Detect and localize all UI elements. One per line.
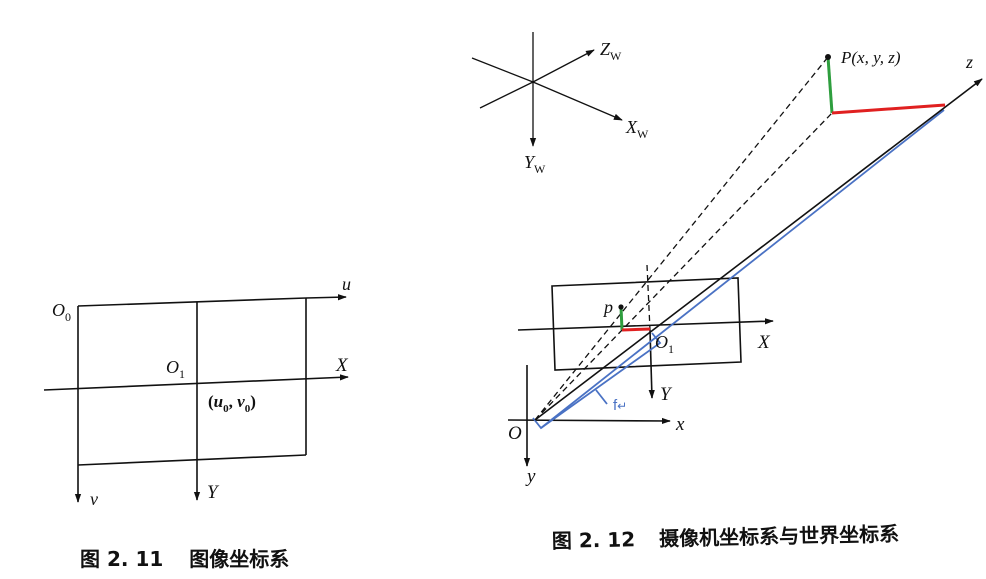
camera-O-label: O	[508, 423, 522, 444]
camera-y-label: y	[525, 466, 536, 487]
world-Zw-axis	[532, 49, 595, 83]
camera-x-label: x	[675, 414, 685, 435]
O1-vertical-dashed	[646, 264, 651, 331]
image-Y-label: Y	[660, 384, 673, 405]
world-Xw-axis	[532, 81, 623, 121]
p-green-segment	[619, 306, 624, 331]
focal-length-tick	[595, 389, 608, 405]
fig211-u-axis	[305, 294, 347, 301]
P-label: P(x, y, z)	[840, 48, 901, 67]
focal-length-bracket	[532, 332, 662, 430]
fig211-center-label: O1	[166, 357, 185, 381]
world-star-line-2	[479, 81, 534, 109]
image-X-label: X	[757, 332, 771, 353]
world-Yw-label: YW	[524, 152, 546, 176]
world-Xw-label: XW	[625, 117, 649, 141]
P-green-segment	[826, 56, 834, 114]
p-red-segment	[621, 327, 651, 332]
optical-axis-highlight	[540, 109, 945, 429]
fig211-rect-top	[77, 297, 307, 307]
p-point-dot	[618, 304, 624, 310]
p-label: p	[602, 297, 613, 317]
fig211-X-axis	[43, 374, 349, 391]
image-plane-rect	[551, 277, 742, 371]
optical-z-axis	[534, 78, 983, 421]
fig211-rect-bottom	[77, 454, 307, 466]
image-X-axis	[517, 318, 774, 331]
ray-O-to-P-foot	[534, 112, 833, 421]
P-red-segment	[831, 103, 946, 115]
P-point-dot	[825, 54, 831, 60]
fig211-principal-point-label: (u0, v0)	[208, 392, 256, 415]
fig211-v-label: v	[90, 489, 98, 509]
world-star-line-1	[471, 57, 534, 83]
fig211-u-label: u	[342, 274, 351, 294]
O1-label: O1	[655, 332, 674, 356]
fig211-origin-label: O0	[52, 300, 71, 324]
world-Zw-label: ZW	[600, 39, 622, 63]
z-label: z	[965, 52, 973, 72]
fig211-X-label: X	[335, 355, 349, 376]
fig211-Y-label: Y	[207, 482, 220, 503]
camera-x-axis	[507, 417, 671, 425]
fig-2-12: ZW XW YW P(x, y, z) z	[471, 32, 983, 553]
focal-length-label: f↵	[613, 397, 627, 414]
ray-O-to-P	[534, 56, 829, 421]
